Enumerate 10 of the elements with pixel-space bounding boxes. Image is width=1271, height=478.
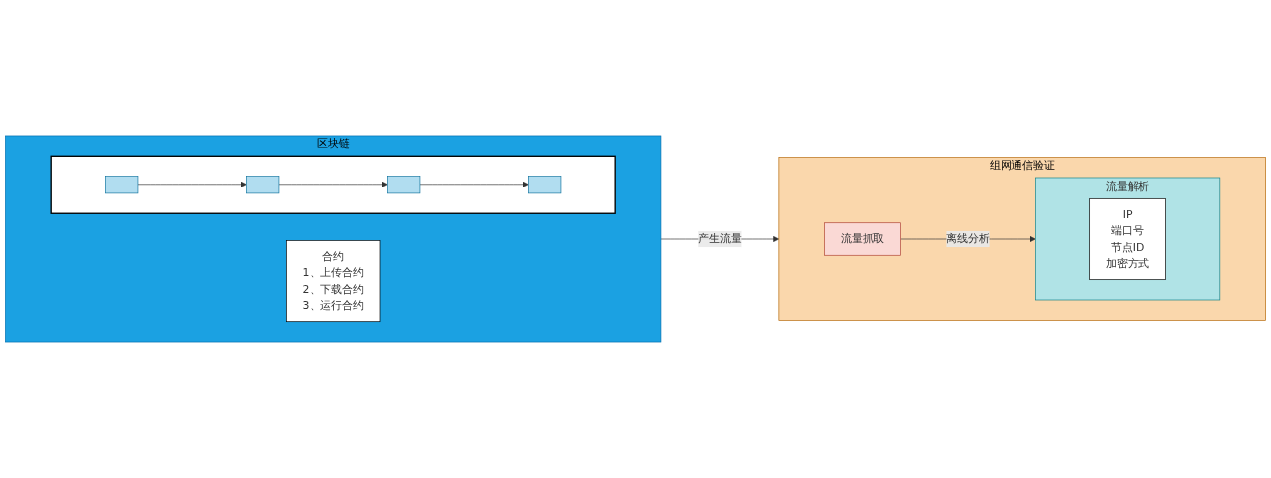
node-box: IP 端口号 节点ID 加密方式 — [1089, 198, 1166, 280]
edge-label: 产生流量 — [698, 232, 742, 246]
cluster — [50, 155, 616, 214]
node-box — [105, 176, 139, 194]
node-box: 合约 1、上传合约 2、下载合约 3、运行合约 — [286, 240, 381, 323]
edge-label: 离线分析 — [946, 232, 990, 246]
node-box — [246, 176, 280, 194]
node-box: 流量抓取 — [824, 222, 901, 256]
node-box — [528, 176, 562, 194]
node-box — [387, 176, 421, 194]
